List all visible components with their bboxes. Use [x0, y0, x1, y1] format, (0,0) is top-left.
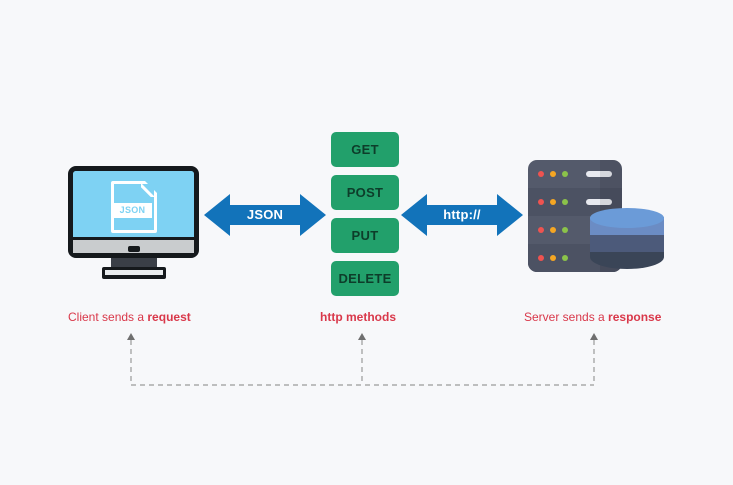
method-button-post[interactable]: POST: [331, 175, 399, 210]
rack-row: [528, 160, 622, 188]
connector-arrowhead-client: [127, 333, 135, 340]
caption-server-emphasis: response: [608, 310, 662, 324]
monitor-base: [101, 267, 166, 279]
monitor-bezel: [73, 237, 194, 253]
led-red-icon: [538, 227, 544, 233]
client-monitor-icon: JSON: [68, 166, 199, 279]
led-green-icon: [562, 171, 568, 177]
led-orange-icon: [550, 255, 556, 261]
caption-http-methods: http methods: [320, 310, 396, 324]
monitor-body: JSON: [68, 166, 199, 258]
caption-server-prefix: Server sends a: [524, 310, 609, 324]
connector-arrowhead-server: [590, 333, 598, 340]
http-methods-list: GET POST PUT DELETE: [331, 132, 399, 296]
double-arrow-shape: [204, 194, 326, 236]
caption-methods-emphasis: http methods: [320, 310, 396, 324]
document-outline: [110, 181, 157, 233]
caption-client: Client sends a request: [68, 310, 191, 324]
double-arrow-shape: [401, 194, 523, 236]
method-button-get[interactable]: GET: [331, 132, 399, 167]
led-orange-icon: [550, 171, 556, 177]
method-button-delete[interactable]: DELETE: [331, 261, 399, 296]
led-red-icon: [538, 199, 544, 205]
led-green-icon: [562, 255, 568, 261]
monitor-screen: JSON: [73, 171, 194, 237]
connector-arrowhead-methods: [358, 333, 366, 340]
rack-slot: [586, 171, 612, 177]
led-red-icon: [538, 171, 544, 177]
method-button-put[interactable]: PUT: [331, 218, 399, 253]
database-band-lower: [590, 235, 664, 252]
rack-slot: [586, 199, 612, 205]
led-orange-icon: [550, 199, 556, 205]
led-orange-icon: [550, 227, 556, 233]
monitor-neck: [110, 258, 157, 269]
http-double-arrow: http://: [401, 192, 523, 238]
json-file-icon: JSON: [110, 180, 158, 233]
document-fold-edge: [141, 180, 158, 197]
led-green-icon: [562, 227, 568, 233]
server-icon: [528, 160, 664, 278]
caption-client-prefix: Client sends a: [68, 310, 148, 324]
caption-server: Server sends a response: [524, 310, 661, 324]
monitor-base-highlight: [104, 270, 163, 275]
caption-client-emphasis: request: [147, 310, 191, 324]
rack-row: [528, 216, 622, 244]
led-red-icon: [538, 255, 544, 261]
dashed-connector-lines: [127, 333, 598, 386]
led-green-icon: [562, 199, 568, 205]
json-file-label: JSON: [113, 203, 152, 218]
database-cylinder-icon: [590, 208, 664, 278]
database-top-disc: [590, 208, 664, 228]
json-double-arrow: JSON: [204, 192, 326, 238]
monitor-power-button: [127, 246, 140, 252]
